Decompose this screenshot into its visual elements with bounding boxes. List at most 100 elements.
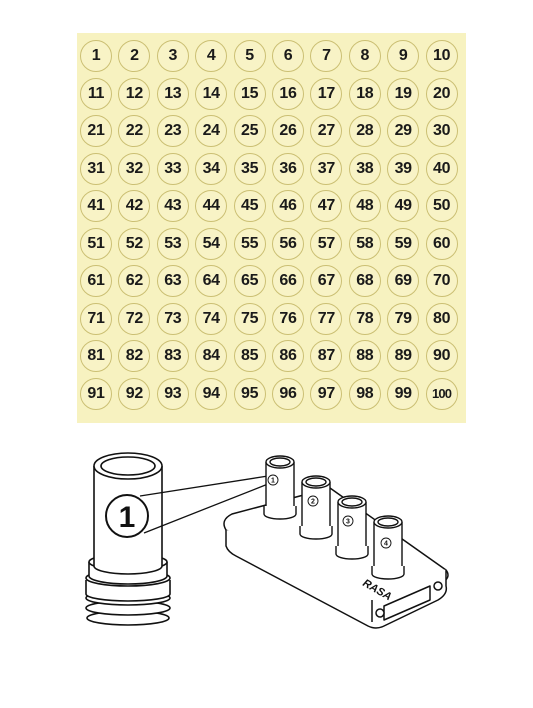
- holder-tube-3: [335, 495, 369, 560]
- number-label-34: 34: [195, 152, 228, 185]
- number-label-7: 7: [310, 40, 343, 72]
- number-label-64: 64: [195, 265, 228, 297]
- number-label-53: 53: [156, 227, 189, 260]
- tube-holder-base: RASA: [223, 487, 449, 629]
- number-label-90: 90: [425, 340, 458, 372]
- number-label-68: 68: [348, 265, 381, 297]
- holder-tubes: [263, 455, 405, 580]
- number-label-29: 29: [387, 115, 420, 147]
- number-label-47: 47: [310, 190, 343, 222]
- number-label-41: 41: [80, 190, 112, 222]
- number-label-94: 94: [195, 377, 228, 410]
- number-label-85: 85: [233, 340, 266, 372]
- number-label-52: 52: [118, 227, 151, 260]
- number-label-18: 18: [348, 77, 381, 110]
- number-label-40: 40: [425, 152, 458, 185]
- tube-labeling-illustration: 1 RASA: [85, 452, 449, 629]
- number-label-45: 45: [233, 190, 266, 222]
- number-label-10: 10: [425, 40, 458, 72]
- number-label-44: 44: [195, 190, 228, 222]
- number-label-39: 39: [387, 152, 420, 185]
- holder-tube-label-2: 2: [311, 499, 315, 506]
- holder-tube-label-4: 4: [384, 541, 388, 548]
- holder-tube-label-1: 1: [271, 478, 275, 485]
- number-label-95: 95: [233, 377, 266, 410]
- enlarged-tube: [85, 452, 171, 626]
- enlarged-label-text: 1: [119, 501, 136, 534]
- number-label-58: 58: [348, 227, 381, 260]
- number-label-15: 15: [233, 77, 266, 110]
- callout-lines: [139, 475, 269, 534]
- number-label-82: 82: [118, 340, 151, 372]
- number-label-60: 60: [425, 227, 458, 260]
- number-label-89: 89: [387, 340, 420, 372]
- enlarged-tube-label-1: 1: [105, 494, 149, 538]
- number-label-66: 66: [272, 265, 304, 297]
- number-label-71: 71: [80, 302, 112, 335]
- number-label-19: 19: [387, 77, 420, 110]
- number-label-27: 27: [310, 115, 343, 147]
- number-label-26: 26: [272, 115, 304, 147]
- number-label-23: 23: [156, 115, 189, 147]
- number-label-21: 21: [80, 115, 112, 147]
- number-label-1: 1: [80, 40, 112, 72]
- number-label-54: 54: [195, 227, 228, 260]
- number-label-24: 24: [195, 115, 228, 147]
- number-label-50: 50: [425, 190, 458, 222]
- number-label-59: 59: [387, 227, 420, 260]
- number-label-100: 100: [425, 377, 458, 410]
- number-label-74: 74: [195, 302, 228, 335]
- number-label-16: 16: [272, 77, 304, 110]
- number-label-12: 12: [118, 77, 151, 110]
- number-label-72: 72: [118, 302, 151, 335]
- number-label-4: 4: [195, 40, 228, 72]
- holder-tube-2: [299, 475, 333, 540]
- number-label-32: 32: [118, 152, 151, 185]
- number-label-25: 25: [233, 115, 266, 147]
- number-label-91: 91: [80, 377, 112, 410]
- number-label-96: 96: [272, 377, 304, 410]
- number-label-63: 63: [156, 265, 189, 297]
- number-label-61: 61: [80, 265, 112, 297]
- number-label-93: 93: [156, 377, 189, 410]
- number-label-75: 75: [233, 302, 266, 335]
- holder-tube-label-3: 3: [346, 519, 350, 526]
- number-label-55: 55: [233, 227, 266, 260]
- number-label-65: 65: [233, 265, 266, 297]
- number-label-80: 80: [425, 302, 458, 335]
- number-label-28: 28: [348, 115, 381, 147]
- number-label-83: 83: [156, 340, 189, 372]
- number-label-14: 14: [195, 77, 228, 110]
- number-label-6: 6: [272, 40, 304, 72]
- number-label-78: 78: [348, 302, 381, 335]
- number-label-49: 49: [387, 190, 420, 222]
- number-label-87: 87: [310, 340, 343, 372]
- number-label-20: 20: [425, 77, 458, 110]
- number-label-48: 48: [348, 190, 381, 222]
- number-label-31: 31: [80, 152, 112, 185]
- number-label-30: 30: [425, 115, 458, 147]
- number-label-3: 3: [156, 40, 189, 72]
- number-label-79: 79: [387, 302, 420, 335]
- number-label-81: 81: [80, 340, 112, 372]
- number-label-37: 37: [310, 152, 343, 185]
- number-label-13: 13: [156, 77, 189, 110]
- number-label-77: 77: [310, 302, 343, 335]
- number-label-69: 69: [387, 265, 420, 297]
- number-label-11: 11: [80, 77, 112, 110]
- number-label-46: 46: [272, 190, 304, 222]
- number-label-57: 57: [310, 227, 343, 260]
- number-label-92: 92: [118, 377, 151, 410]
- number-label-36: 36: [272, 152, 304, 185]
- number-label-62: 62: [118, 265, 151, 297]
- number-label-56: 56: [272, 227, 304, 260]
- number-label-97: 97: [310, 377, 343, 410]
- number-label-99: 99: [387, 377, 420, 410]
- holder-tube-1: [263, 455, 297, 520]
- number-label-51: 51: [80, 227, 112, 260]
- number-label-33: 33: [156, 152, 189, 185]
- holder-tube-4: [371, 515, 405, 580]
- number-label-84: 84: [195, 340, 228, 372]
- number-label-2: 2: [118, 40, 151, 72]
